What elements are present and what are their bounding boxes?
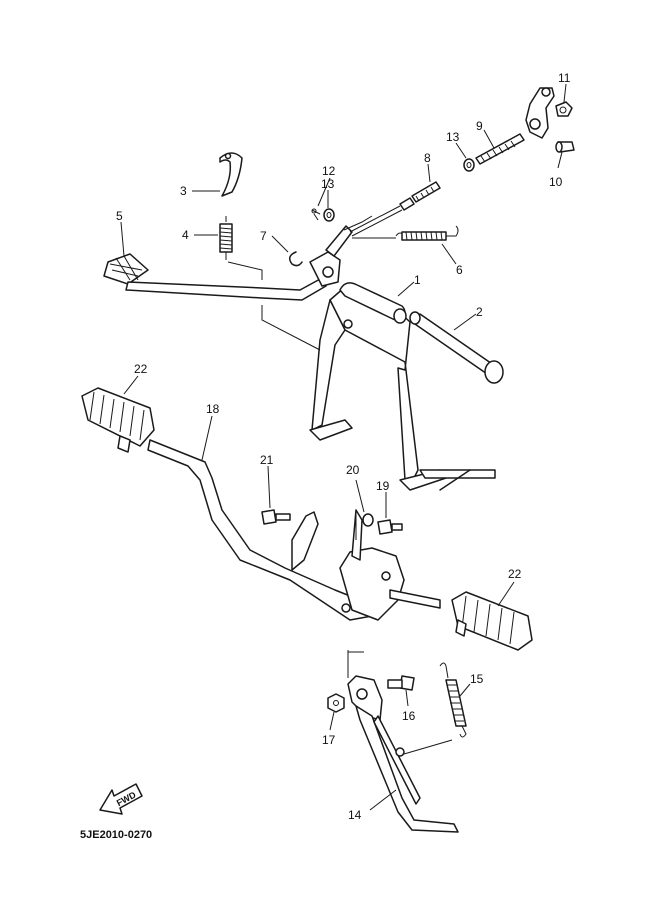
callout-12: 12 xyxy=(322,164,336,178)
side-stand[interactable] xyxy=(347,675,459,833)
pivot-shaft[interactable] xyxy=(409,311,504,384)
callout-19: 19 xyxy=(376,479,390,493)
callout-18: 18 xyxy=(206,402,220,416)
nut-17[interactable] xyxy=(327,693,345,713)
assembly-lines xyxy=(227,213,453,755)
bolt-19[interactable] xyxy=(377,519,403,535)
callout-22-b: 22 xyxy=(508,567,522,581)
callout-7: 7 xyxy=(260,229,267,243)
callout-13-b: 13 xyxy=(446,130,460,144)
return-spring-4[interactable] xyxy=(219,216,233,260)
callout-16: 16 xyxy=(402,709,416,723)
washer-13-a[interactable] xyxy=(323,208,335,222)
footrest-bar[interactable] xyxy=(147,439,441,621)
washer-20[interactable] xyxy=(362,513,374,527)
callout-labels: 1 2 3 4 5 6 7 8 9 10 11 12 13 13 14 15 1… xyxy=(116,71,571,822)
bolt-16[interactable] xyxy=(387,675,415,691)
fwd-arrow-icon: FWD xyxy=(99,783,143,815)
callout-21: 21 xyxy=(260,453,274,467)
leader-lines xyxy=(120,83,567,811)
callout-9: 9 xyxy=(476,119,483,133)
side-stand-spring[interactable] xyxy=(439,662,467,738)
rod-spring[interactable] xyxy=(475,133,525,165)
return-spring-6[interactable] xyxy=(395,225,459,241)
callout-2: 2 xyxy=(476,305,483,319)
callout-15: 15 xyxy=(470,672,484,686)
cotter-pin[interactable] xyxy=(311,208,321,215)
circlip[interactable] xyxy=(289,251,303,267)
center-stand[interactable] xyxy=(309,282,496,491)
callout-4: 4 xyxy=(182,228,189,242)
callout-20: 20 xyxy=(346,463,360,477)
footrest-rubber-right[interactable] xyxy=(451,591,533,651)
callout-8: 8 xyxy=(424,151,431,165)
callout-1: 1 xyxy=(414,273,421,287)
drawing-code: 5JE2010-0270 xyxy=(80,829,152,841)
bolt-21[interactable] xyxy=(261,509,291,525)
footrest-rubber-left[interactable] xyxy=(81,387,155,453)
joint-pin[interactable] xyxy=(555,141,575,153)
callout-10: 10 xyxy=(549,175,563,189)
brake-rod[interactable] xyxy=(349,181,441,237)
callout-6: 6 xyxy=(456,263,463,277)
brake-pedal[interactable] xyxy=(103,225,353,301)
callout-22-a: 22 xyxy=(134,362,148,376)
brake-arm-link[interactable] xyxy=(525,87,555,139)
callout-5: 5 xyxy=(116,209,123,223)
callout-11: 11 xyxy=(558,71,571,85)
callout-3: 3 xyxy=(180,184,187,198)
callout-17: 17 xyxy=(322,733,336,747)
adjusting-nut[interactable] xyxy=(555,101,573,117)
spring-hook[interactable] xyxy=(219,152,243,197)
washer-13-b[interactable] xyxy=(463,158,475,172)
callout-14: 14 xyxy=(348,808,362,822)
callout-13-a: 13 xyxy=(321,177,335,191)
